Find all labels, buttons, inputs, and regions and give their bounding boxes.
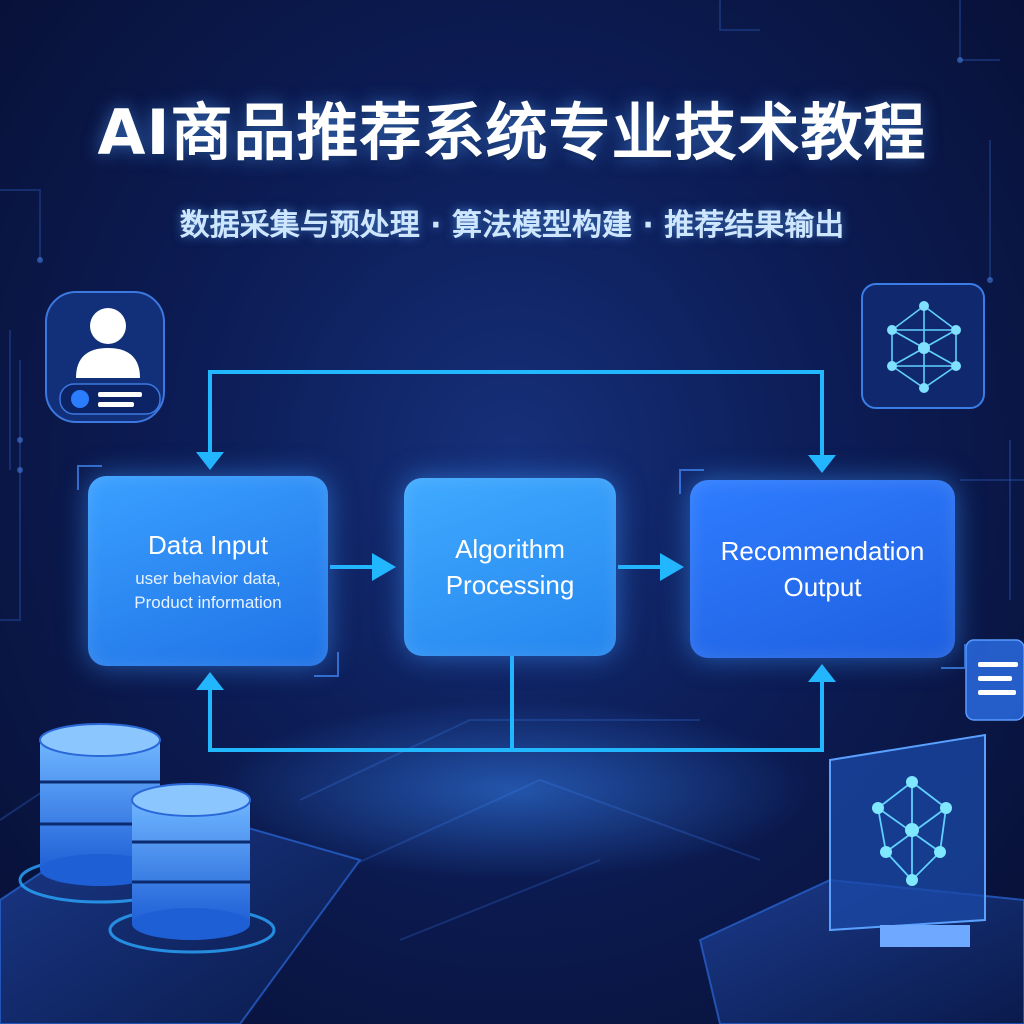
page-title: AI商品推荐系统专业技术教程	[97, 96, 927, 169]
arrow-up-output	[808, 664, 836, 682]
user-profile-icon	[45, 291, 165, 423]
algorithm-title-line1: Algorithm	[455, 534, 565, 564]
arrow-right-output	[660, 553, 684, 581]
data-input-sub-line2: Product information	[134, 593, 282, 612]
list-icon	[965, 639, 1024, 721]
neural-network-icon	[698, 733, 1024, 1024]
arrow-right-algo	[372, 553, 396, 581]
data-input-title: Data Input	[148, 530, 268, 560]
neural-network-icon	[861, 283, 985, 409]
data-input-box: Data Input user behavior data, Product i…	[88, 476, 328, 666]
arrow-up-input	[196, 672, 224, 690]
arrow-down-output	[808, 455, 836, 473]
flow-connectors	[208, 370, 824, 752]
database-icon	[0, 723, 362, 1024]
output-title-line1: Recommendation	[720, 536, 925, 566]
arrow-down-input	[196, 452, 224, 470]
output-title-line2: Output	[783, 572, 862, 602]
page-subtitle: 数据采集与预处理 · 算法模型构建 · 推荐结果输出	[179, 208, 845, 243]
data-input-sub-line1: user behavior data,	[135, 569, 281, 588]
algorithm-processing-box: Algorithm Processing	[404, 478, 616, 656]
algorithm-title-line2: Processing	[445, 570, 575, 600]
recommendation-output-box: Recommendation Output	[690, 480, 955, 658]
